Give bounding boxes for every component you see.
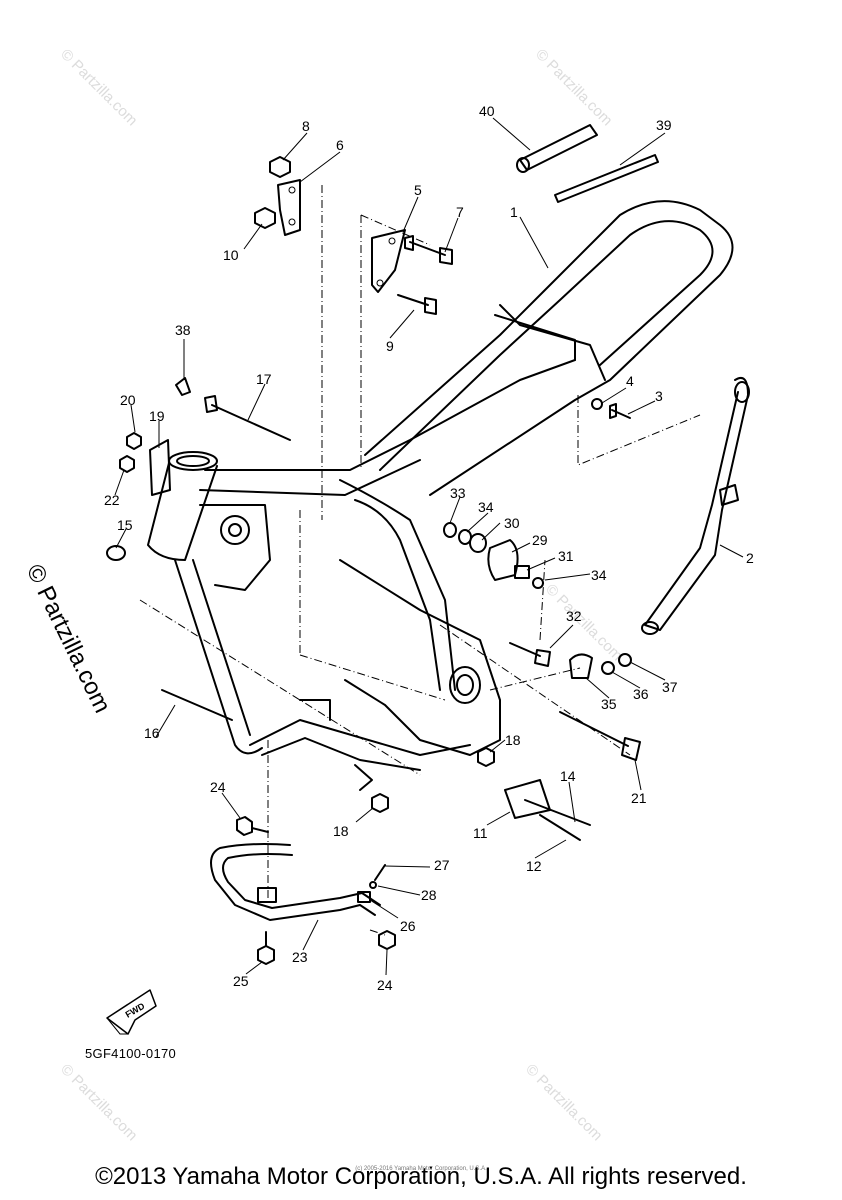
callout-24-right: 24	[377, 977, 393, 993]
callout-34-right: 34	[591, 567, 607, 583]
callout-18-bottom: 18	[333, 823, 349, 839]
callout-36: 36	[633, 686, 649, 702]
fwd-arrow-icon: FWD	[106, 989, 157, 1035]
watermark-faint-bottom-right: © Partzilla.com	[522, 1061, 605, 1144]
callout-6: 6	[336, 137, 344, 153]
callout-1: 1	[510, 204, 518, 220]
callout-26: 26	[400, 918, 416, 934]
callout-33: 33	[450, 485, 466, 501]
watermark-faint-group: © Partzilla.com © Partzilla.com © Partzi…	[57, 46, 625, 1144]
callout-4: 4	[626, 373, 634, 389]
callout-7: 7	[456, 204, 464, 220]
callout-5: 5	[414, 182, 422, 198]
callout-22: 22	[104, 492, 120, 508]
small-parts	[106, 124, 659, 965]
callout-labels: 1 2 3 4 5 6 7 8 9 10 11 12 14 15 16 17 1…	[104, 103, 754, 993]
callout-3: 3	[655, 388, 663, 404]
callout-24-left: 24	[210, 779, 226, 795]
watermark-faint-bottom-left: © Partzilla.com	[57, 1061, 140, 1144]
callout-9: 9	[386, 338, 394, 354]
callout-19: 19	[149, 408, 165, 424]
callout-25: 25	[233, 973, 249, 989]
callout-11: 11	[473, 825, 488, 841]
callout-18-top: 18	[505, 732, 521, 748]
callout-12: 12	[526, 858, 542, 874]
watermark-faint-top-left: © Partzilla.com	[57, 46, 140, 129]
callout-14: 14	[560, 768, 576, 784]
fwd-label: FWD	[124, 1001, 147, 1020]
callout-10: 10	[223, 247, 239, 263]
callout-28: 28	[421, 887, 437, 903]
callout-2: 2	[746, 550, 754, 566]
copyright-notice: ©2013 Yamaha Motor Corporation, U.S.A. A…	[95, 1163, 747, 1190]
callout-15: 15	[117, 517, 133, 533]
engine-guard-part	[210, 843, 381, 921]
callout-39: 39	[656, 117, 672, 133]
callout-16: 16	[144, 725, 160, 741]
callout-29: 29	[532, 532, 548, 548]
watermark-faint-top-right: © Partzilla.com	[532, 46, 615, 129]
callout-30: 30	[504, 515, 520, 531]
callout-27: 27	[434, 857, 450, 873]
main-frame	[147, 200, 734, 791]
callout-20: 20	[120, 392, 136, 408]
callout-34-top: 34	[478, 499, 494, 515]
fine-print: (c) 2005-2016 Yamaha Motor Corporation, …	[355, 1166, 487, 1172]
callout-37: 37	[662, 679, 678, 695]
callout-35: 35	[601, 696, 617, 712]
callout-21: 21	[631, 790, 647, 806]
callout-40: 40	[479, 103, 495, 119]
callout-31: 31	[558, 548, 574, 564]
watermark-faint-middle: © Partzilla.com	[542, 581, 625, 664]
rear-frame-part	[641, 376, 750, 635]
assembly-lines	[139, 185, 701, 936]
callout-23: 23	[292, 949, 308, 965]
leader-lines	[114, 117, 744, 976]
catalog-code: 5GF4100-0170	[85, 1046, 177, 1061]
callout-17: 17	[256, 371, 272, 387]
callout-38: 38	[175, 322, 191, 338]
callout-8: 8	[302, 118, 310, 134]
callout-32: 32	[566, 608, 582, 624]
